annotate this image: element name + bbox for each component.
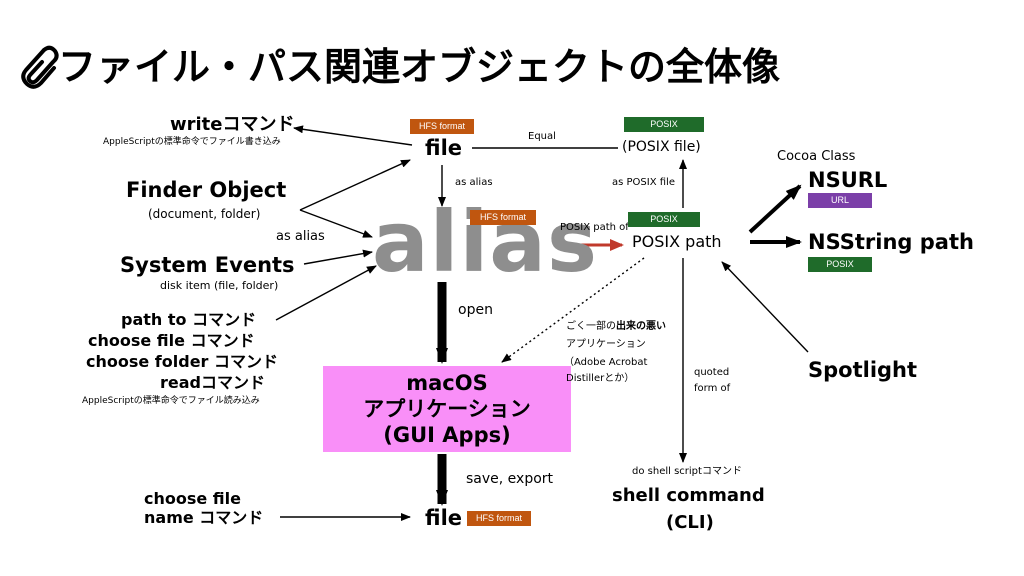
- read-command-note: AppleScriptの標準命令でファイル読み込み: [82, 396, 260, 406]
- finder-object-label: Finder Object: [126, 178, 287, 202]
- do-shell-script-label: do shell scriptコマンド: [632, 466, 742, 477]
- hfs-format-badge-top: HFS format: [410, 119, 474, 134]
- quoted-line2: form of: [694, 383, 731, 394]
- file-bottom-label: file: [425, 506, 463, 530]
- write-command-note: AppleScriptの標準命令でファイル書き込み: [103, 137, 281, 147]
- posix-badge-top: POSIX: [624, 117, 704, 132]
- posix-badge-path: POSIX: [628, 212, 700, 227]
- arrow-sysevents-to-alias: [303, 249, 373, 265]
- posix-file-label: (POSIX file): [622, 139, 701, 155]
- bad-apps-line1: ごく一部の出来の悪い: [566, 322, 666, 332]
- bad-apps-bold: 出来の悪い: [616, 321, 666, 332]
- macos-applications-box: macOS アプリケーション (GUI Apps): [323, 366, 571, 452]
- system-events-label: System Events: [120, 253, 295, 277]
- bad-apps-line4: Distillerとか）: [566, 373, 635, 384]
- arrow-spotlight-to-posixpath: [721, 261, 809, 353]
- arrow-posixpath-to-nsurl: [748, 184, 802, 234]
- read-command-label: readコマンド: [160, 373, 265, 392]
- hfs-format-badge-bottom: HFS format: [467, 511, 531, 526]
- path-to-command-label: path to コマンド: [121, 310, 257, 329]
- page-title: ファイル・パス関連オブジェクトの全体像: [58, 45, 781, 89]
- spotlight-label: Spotlight: [808, 358, 918, 382]
- arrow-finder-to-alias: [299, 209, 373, 238]
- file-top-label: file: [425, 136, 463, 160]
- arrow-posixpath-to-macos-dotted: [501, 257, 645, 363]
- nsstring-path-label: NSString path: [808, 230, 974, 254]
- arrow-file-to-write: [293, 125, 413, 146]
- bad-apps-line2: アプリケーション: [566, 339, 646, 350]
- arrow-pathto-to-alias: [275, 265, 377, 321]
- arrow-finder-to-file: [299, 159, 411, 211]
- hfs-format-badge-alias: HFS format: [470, 210, 536, 225]
- equal-label: Equal: [528, 131, 556, 142]
- applications-label: アプリケーション: [363, 397, 531, 421]
- open-label: open: [458, 302, 493, 318]
- cli-label: (CLI): [666, 512, 714, 533]
- macos-label: macOS: [406, 371, 488, 395]
- as-alias-down-label: as alias: [455, 177, 493, 188]
- shell-command-label: shell command: [612, 485, 765, 506]
- posix-badge-nsstring: POSIX: [808, 257, 872, 272]
- choose-file-name-line1: choose file: [144, 489, 241, 508]
- cocoa-class-label: Cocoa Class: [777, 149, 856, 164]
- bad-apps-prefix: ごく一部の: [566, 321, 616, 332]
- posix-path-of-label: POSIX path of: [560, 222, 629, 233]
- posix-path-label: POSIX path: [632, 232, 722, 251]
- write-command-label: writeコマンド: [170, 114, 295, 135]
- choose-folder-command-label: choose folder コマンド: [86, 352, 279, 371]
- as-posix-file-label: as POSIX file: [612, 177, 675, 188]
- as-alias-left-label: as alias: [276, 229, 325, 244]
- choose-file-command-label: choose file コマンド: [88, 331, 255, 350]
- finder-object-note: (document, folder): [148, 207, 261, 221]
- bad-apps-line3: （Adobe Acrobat: [564, 357, 648, 368]
- paperclip-logo-icon: [21, 45, 59, 89]
- nsurl-label: NSURL: [808, 168, 888, 192]
- save-export-label: save, export: [466, 471, 554, 487]
- url-badge: URL: [808, 193, 872, 208]
- gui-apps-label: (GUI Apps): [383, 423, 511, 447]
- quoted-line1: quoted: [694, 367, 730, 378]
- choose-file-name-line2: name コマンド: [144, 508, 264, 527]
- system-events-note: disk item (file, folder): [160, 279, 279, 292]
